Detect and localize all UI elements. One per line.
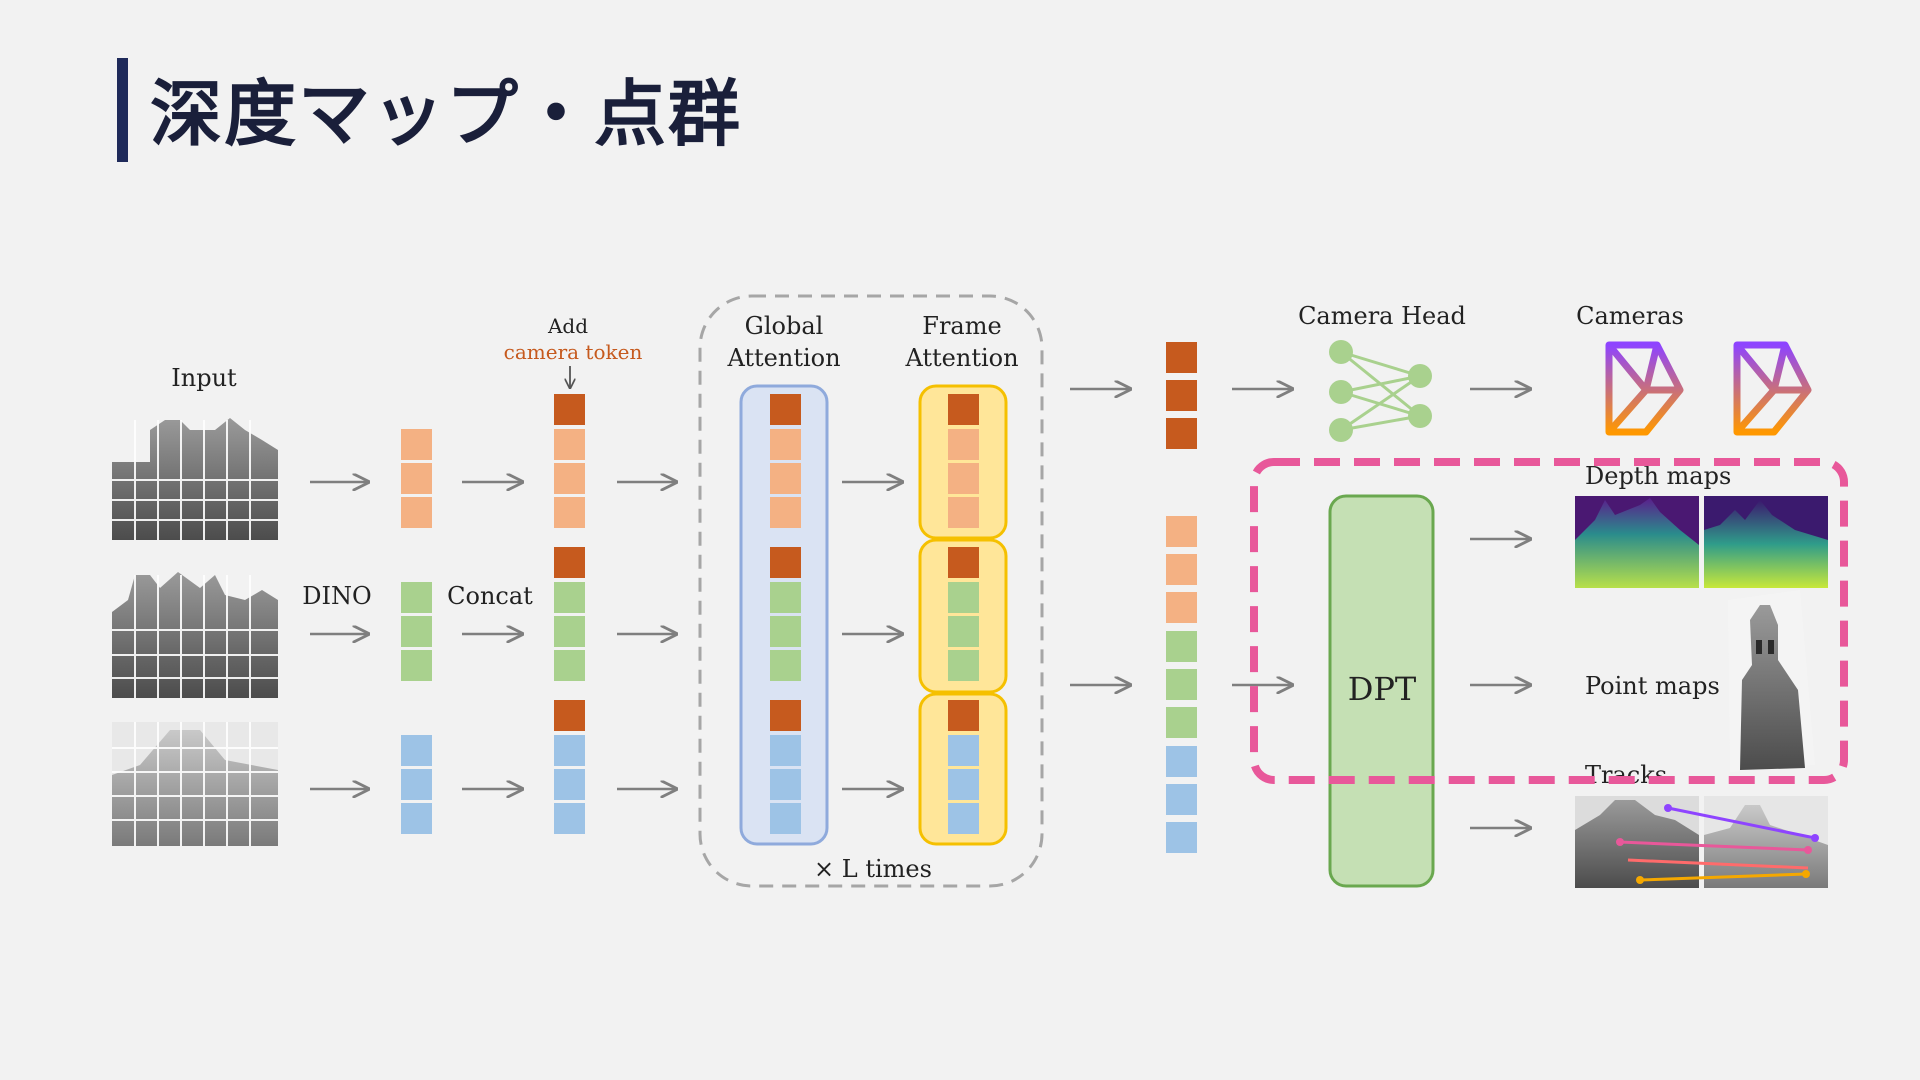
input-image-2 (112, 572, 278, 698)
frame-attention-tokens (948, 394, 979, 834)
point-maps-label: Point maps (1585, 672, 1720, 700)
frame-attention-label-line2: Attention (904, 344, 1018, 372)
input-label: Input (171, 364, 237, 392)
depth-map-image-2 (1704, 496, 1828, 588)
depth-maps-label: Depth maps (1585, 462, 1731, 490)
depth-map-image-1 (1575, 496, 1699, 588)
camera-frustum-icon (1733, 341, 1812, 436)
camera-head-network (1329, 340, 1432, 442)
patch-output-tokens (1166, 516, 1197, 853)
global-attention-box (739, 384, 829, 846)
global-attention-label-line2: Attention (726, 344, 840, 372)
add-label: Add (547, 314, 588, 338)
camera-frustum-icon (1605, 341, 1684, 436)
global-attention-tokens (770, 394, 801, 834)
transformer-block (698, 294, 1044, 888)
global-attention-label-line1: Global (745, 312, 824, 340)
dino-tokens (401, 429, 432, 834)
cameras-label: Cameras (1576, 302, 1684, 330)
dpt-label: DPT (1348, 670, 1417, 708)
slide-title: 深度マップ・点群 (150, 72, 743, 156)
tracks-label: Tracks (1585, 761, 1667, 789)
input-image-1 (112, 418, 278, 540)
camera-token-label: camera token (504, 340, 643, 364)
dpt-block (1328, 494, 1435, 888)
input-image-3 (112, 722, 278, 846)
concat-label: Concat (447, 582, 533, 610)
frame-attention-box (918, 384, 1008, 540)
highlight-box (1250, 458, 1848, 784)
frame-attention-label-line1: Frame (922, 312, 1001, 340)
tracks-image (1575, 796, 1828, 888)
title-accent-bar (117, 58, 128, 162)
concat-tokens (554, 394, 585, 834)
camera-head-label: Camera Head (1298, 302, 1466, 330)
times-label: × L times (814, 855, 932, 883)
dino-label: DINO (302, 582, 371, 610)
point-map-image (1728, 590, 1815, 772)
camera-output-tokens (1166, 342, 1197, 449)
